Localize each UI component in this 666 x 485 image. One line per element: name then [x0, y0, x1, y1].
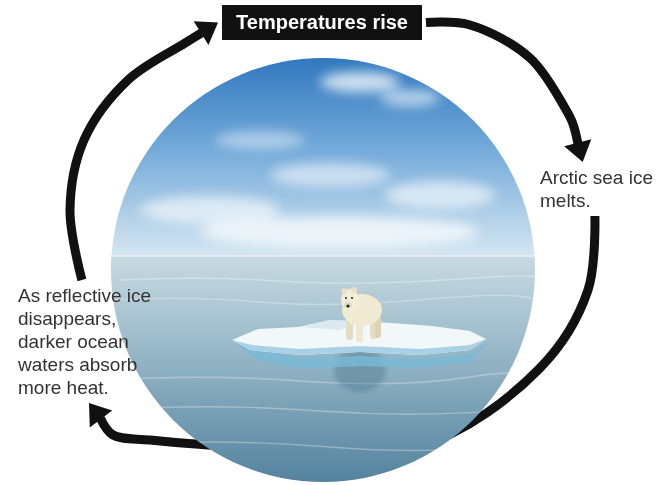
- cause-banner: Temperatures rise: [222, 5, 422, 40]
- bear-reflection: [334, 348, 386, 392]
- node-text: Temperatures rise: [236, 10, 408, 34]
- cycle-step: Arctic sea ice melts.: [540, 166, 662, 212]
- photo-content: [100, 50, 550, 485]
- ripples: [110, 276, 543, 450]
- sea: [100, 256, 550, 485]
- polar-bear: [341, 287, 382, 342]
- clouds: [140, 72, 495, 248]
- node-text: As reflective ice disappears, darker oce…: [18, 284, 160, 399]
- node-text: Arctic sea ice melts.: [540, 166, 662, 212]
- cycle-step: As reflective ice disappears, darker oce…: [18, 284, 160, 399]
- arrow-head: [89, 403, 112, 427]
- arrow-head: [194, 21, 218, 45]
- arrow-head: [564, 139, 591, 162]
- sky: [100, 50, 550, 258]
